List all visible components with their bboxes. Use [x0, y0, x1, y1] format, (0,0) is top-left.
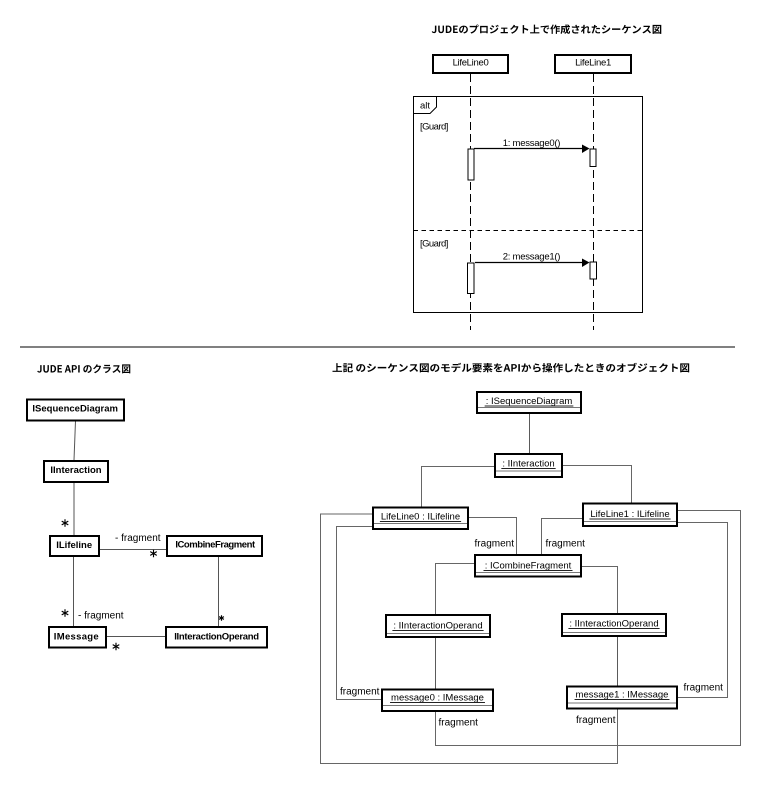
svg-text:LifeLine1: LifeLine1 — [575, 58, 611, 69]
svg-text:fragment: fragment — [475, 539, 515, 550]
svg-text:ISequenceDiagram: ISequenceDiagram — [32, 404, 118, 415]
svg-text:alt: alt — [420, 101, 430, 112]
svg-text:- fragment: - fragment — [78, 611, 124, 622]
svg-text:: ICombineFragment: : ICombineFragment — [485, 561, 572, 572]
svg-text:fragment: fragment — [684, 683, 724, 694]
svg-text:fragment: fragment — [340, 687, 380, 698]
svg-text:- fragment: - fragment — [115, 533, 161, 544]
svg-text:IInteraction: IInteraction — [50, 465, 101, 476]
svg-text:: IInteractionOperand: : IInteractionOperand — [393, 621, 482, 632]
svg-text:: ISequenceDiagram: : ISequenceDiagram — [486, 396, 573, 407]
svg-text:fragment: fragment — [576, 715, 616, 726]
svg-text:message0 : IMessage: message0 : IMessage — [391, 693, 484, 704]
svg-text:IMessage: IMessage — [54, 632, 99, 643]
svg-text:LifeLine0: LifeLine0 — [453, 58, 489, 69]
svg-text:ICombineFragment: ICombineFragment — [175, 540, 256, 551]
svg-text:[Guard]: [Guard] — [420, 122, 448, 133]
svg-text:: IInteraction: : IInteraction — [502, 459, 554, 470]
svg-text:IInteractionOperand: IInteractionOperand — [174, 632, 259, 643]
svg-text:fragment: fragment — [546, 539, 586, 550]
svg-text:LifeLine0 : ILifeline: LifeLine0 : ILifeline — [381, 512, 460, 523]
svg-text:LifeLine1 : ILifeline: LifeLine1 : ILifeline — [590, 509, 669, 520]
svg-text:fragment: fragment — [439, 718, 479, 729]
svg-text:1: message0(): 1: message0() — [503, 138, 561, 149]
svg-text:message1 : IMessage: message1 : IMessage — [576, 690, 669, 701]
svg-text:: IInteractionOperand: : IInteractionOperand — [569, 619, 658, 630]
svg-text:2: message1(): 2: message1() — [503, 252, 561, 263]
svg-text:[Guard]: [Guard] — [420, 239, 448, 250]
svg-text:ILifeline: ILifeline — [56, 540, 92, 551]
